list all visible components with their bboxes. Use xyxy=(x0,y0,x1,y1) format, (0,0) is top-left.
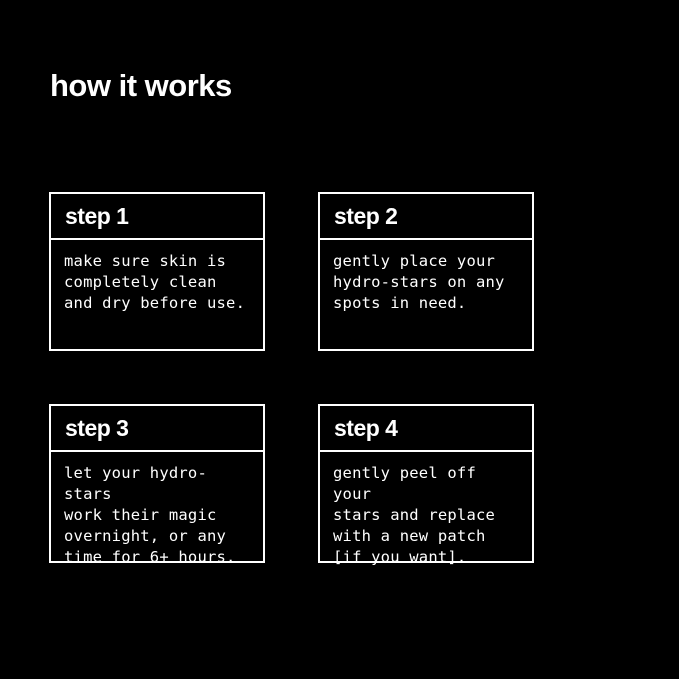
step-card-3: step 3 let your hydro-stars work their m… xyxy=(49,404,265,566)
page-title: how it works xyxy=(50,68,232,103)
step-card-body: make sure skin is completely clean and d… xyxy=(51,240,263,325)
step-description: make sure skin is completely clean and d… xyxy=(64,252,246,312)
step-card-2: step 2 gently place your hydro-stars on … xyxy=(318,192,534,351)
step-label: step 4 xyxy=(334,414,398,441)
step-card-header: step 4 xyxy=(320,406,532,452)
step-card-body: let your hydro-stars work their magic ov… xyxy=(51,452,263,579)
step-label: step 2 xyxy=(334,202,398,229)
step-card-header: step 3 xyxy=(51,406,263,452)
step-card-body: gently peel off your stars and replace w… xyxy=(320,452,532,579)
step-card-4: step 4 gently peel off your stars and re… xyxy=(318,404,534,566)
step-label: step 1 xyxy=(65,202,129,229)
step-description: gently place your hydro-stars on any spo… xyxy=(333,252,505,312)
step-card-header: step 1 xyxy=(51,194,263,240)
step-card-body: gently place your hydro-stars on any spo… xyxy=(320,240,532,325)
step-label: step 3 xyxy=(65,414,129,441)
step-description: let your hydro-stars work their magic ov… xyxy=(64,464,236,566)
step-description: gently peel off your stars and replace w… xyxy=(333,464,496,566)
step-card-header: step 2 xyxy=(320,194,532,240)
step-card-1: step 1 make sure skin is completely clea… xyxy=(49,192,265,351)
